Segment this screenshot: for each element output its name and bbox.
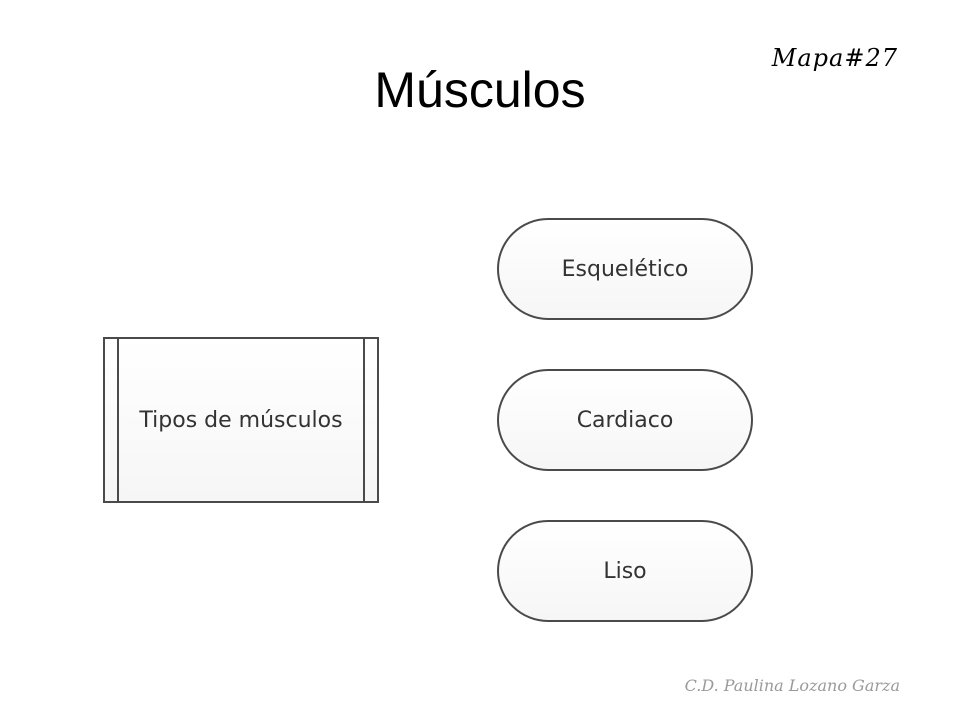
diagram-target-cardiac: Cardiaco xyxy=(497,369,753,471)
diagram-target-label: Cardiaco xyxy=(576,407,674,433)
slide-title: Músculos xyxy=(374,62,586,118)
diagram-source-label: Tipos de músculos xyxy=(139,407,343,433)
author-footer: C.D. Paulina Lozano Garza xyxy=(684,676,900,695)
diagram-target-skeletal: Esquelético xyxy=(497,218,753,320)
diagram-target-label: Liso xyxy=(603,558,647,584)
diagram-target-smooth: Liso xyxy=(497,520,753,622)
map-tag: Mapa#27 xyxy=(771,44,898,72)
diagram-source-box: Tipos de músculos xyxy=(103,337,379,503)
diagram-target-label: Esquelético xyxy=(561,256,689,282)
